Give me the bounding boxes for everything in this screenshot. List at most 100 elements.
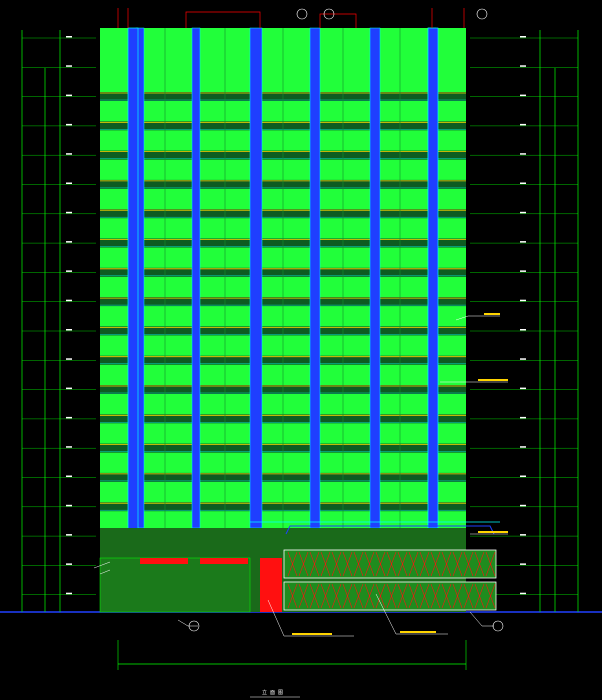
level-label-mark: [520, 211, 526, 214]
level-marks-right: [470, 36, 578, 595]
shopfront-x-mark: [364, 583, 375, 609]
level-label-mark: [520, 504, 526, 507]
level-label-mark: [520, 534, 526, 536]
facade-column: [191, 27, 201, 529]
shopfront-x-mark: [408, 551, 419, 577]
entrance-red-panel: [260, 558, 282, 612]
level-label-mark: [66, 270, 72, 272]
shopfront-pattern: [287, 551, 496, 609]
shopfront-x-mark: [331, 583, 342, 609]
level-label-mark: [66, 153, 72, 155]
level-label-mark: [66, 358, 72, 360]
shopfront-x-mark: [342, 583, 353, 609]
leader-lines: [93, 315, 508, 637]
shopfront-x-mark: [419, 583, 430, 609]
shopfront-x-mark: [287, 583, 298, 609]
level-label-mark: [66, 446, 72, 448]
facade-column: [309, 27, 321, 529]
left-dimension-chain: [21, 30, 61, 612]
level-label-mark: [66, 94, 72, 97]
shopfront-x-mark: [419, 551, 430, 577]
shopfront-x-mark: [298, 583, 309, 609]
level-label-mark: [66, 416, 72, 419]
shopfront-x-mark: [474, 583, 485, 609]
shopfront-x-mark: [441, 551, 452, 577]
shopfront-x-mark: [353, 583, 364, 609]
level-label-mark: [66, 241, 72, 243]
shopfront-x-mark: [452, 583, 463, 609]
shopfront-x-mark: [309, 583, 320, 609]
shopfront-x-mark: [342, 551, 353, 577]
level-label-mark: [520, 36, 526, 38]
level-label-mark: [66, 534, 72, 536]
shopfront-x-mark: [386, 551, 397, 577]
level-label-mark: [520, 387, 526, 390]
level-label-mark: [520, 446, 526, 448]
shopfront-x-mark: [441, 583, 452, 609]
level-label-mark: [520, 182, 526, 184]
shopfront-x-mark: [375, 583, 386, 609]
right-dimension-chain: [539, 30, 579, 612]
level-label-mark: [66, 123, 72, 126]
level-label-mark: [66, 182, 72, 184]
level-label-mark: [66, 563, 72, 565]
shopfront-x-mark: [309, 551, 320, 577]
shopfront-lower: [283, 581, 497, 611]
right-side-frame: [427, 27, 439, 529]
podium-canopy: [285, 525, 495, 535]
level-label-mark: [520, 270, 526, 272]
shopfront-x-mark: [397, 583, 408, 609]
facade-column: [249, 27, 263, 529]
shopfront-x-mark: [485, 583, 496, 609]
level-label-mark: [66, 329, 72, 331]
shopfront-x-mark: [331, 551, 342, 577]
drawing-title: 立 面 图: [262, 689, 283, 696]
shopfront-x-mark: [452, 551, 463, 577]
level-label-mark: [520, 153, 526, 155]
level-label-mark: [66, 475, 72, 477]
shopfront-x-mark: [375, 551, 386, 577]
level-label-mark: [66, 504, 72, 507]
shopfront-x-mark: [463, 551, 474, 577]
shopfront-x-mark: [485, 551, 496, 577]
level-label-mark: [520, 329, 526, 331]
level-label-mark: [520, 94, 526, 97]
shopfront-x-mark: [430, 583, 441, 609]
facade-column: [369, 27, 381, 529]
red-signboard-2: [200, 558, 248, 564]
red-signboard-1: [140, 558, 188, 564]
level-label-mark: [520, 358, 526, 360]
level-label-mark: [66, 211, 72, 214]
shopfront-x-mark: [364, 551, 375, 577]
shopfront-x-mark: [463, 583, 474, 609]
shopfront-x-mark: [320, 583, 331, 609]
shopfront-x-mark: [474, 551, 485, 577]
shopfront-x-mark: [353, 551, 364, 577]
level-label-mark: [520, 299, 526, 302]
shopfront-x-mark: [298, 551, 309, 577]
level-label-mark: [520, 592, 526, 595]
level-label-mark: [520, 123, 526, 126]
shopfront-x-mark: [397, 551, 408, 577]
shopfront-x-mark: [430, 551, 441, 577]
roof-features: [117, 8, 465, 28]
shopfront-x-mark: [287, 551, 298, 577]
level-label-mark: [66, 36, 72, 38]
level-label-mark: [66, 592, 72, 595]
level-marks-left: [22, 36, 96, 595]
shopfront-x-mark: [320, 551, 331, 577]
left-side-frame: [127, 27, 139, 559]
shopfront-x-mark: [408, 583, 419, 609]
shopfront-x-mark: [386, 583, 397, 609]
level-label-mark: [520, 65, 526, 67]
level-label-mark: [66, 299, 72, 302]
grid-bubble-top: [296, 8, 488, 20]
level-label-mark: [66, 387, 72, 390]
level-label-mark: [66, 65, 72, 67]
annotation-marks: [292, 313, 508, 635]
shopfront-upper: [283, 549, 497, 579]
level-label-mark: [520, 416, 526, 419]
podium-left-block: [99, 557, 251, 613]
level-label-mark: [520, 475, 526, 477]
